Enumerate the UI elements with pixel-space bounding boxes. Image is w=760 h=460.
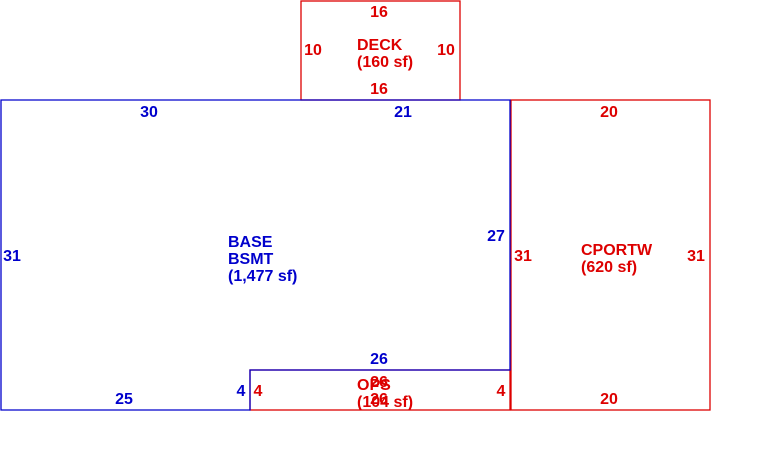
carport-dim-top: 20 xyxy=(600,104,618,121)
base-dim-inner-left: 4 xyxy=(237,383,246,400)
porch-dim-right: 4 xyxy=(497,383,506,400)
deck-dim-left: 10 xyxy=(304,42,322,59)
porch-dim-left: 4 xyxy=(254,383,263,400)
base-dim-left: 31 xyxy=(3,248,21,265)
base-dim-inner-top: 26 xyxy=(370,351,388,368)
porch-name-label: OPS xyxy=(357,377,391,394)
base-dim-right: 27 xyxy=(487,228,505,245)
deck-area-label: (160 sf) xyxy=(357,54,413,71)
carport-dim-left: 31 xyxy=(514,248,532,265)
carport-dim-bottom: 20 xyxy=(600,391,618,408)
base-dim-top-right: 21 xyxy=(394,104,412,121)
porch-dim-bottom: 26 xyxy=(370,391,388,408)
porch-dim-top: 26 xyxy=(370,374,388,391)
deck-name-label: DECK xyxy=(357,37,403,54)
carport-dim-right: 31 xyxy=(687,248,705,265)
carport-area: 20 31 31 20 CPORTW (620 sf) xyxy=(510,99,711,411)
deck-dim-top: 16 xyxy=(370,4,388,21)
deck-dim-bottom: 16 xyxy=(370,81,388,98)
carport-outline xyxy=(510,99,711,411)
deck-area: 16 10 10 16 DECK (160 sf) xyxy=(300,0,461,101)
porch-area: 26 26 4 4 OPS (104 sf) xyxy=(249,369,511,411)
base-outline xyxy=(0,99,511,411)
base-type-label: BSMT xyxy=(228,251,274,268)
carport-area-label: (620 sf) xyxy=(581,259,637,276)
carport-name-label: CPORTW xyxy=(581,242,653,259)
porch-area-label: (104 sf) xyxy=(357,394,413,411)
deck-dim-right: 10 xyxy=(437,42,455,59)
base-name-label: BASE xyxy=(228,234,273,251)
base-area: 30 21 31 27 26 4 25 BASE BSMT (1,477 sf) xyxy=(0,99,511,411)
base-area-label: (1,477 sf) xyxy=(228,268,297,285)
base-dim-top-left: 30 xyxy=(140,104,158,121)
base-dim-bottom: 25 xyxy=(115,391,133,408)
